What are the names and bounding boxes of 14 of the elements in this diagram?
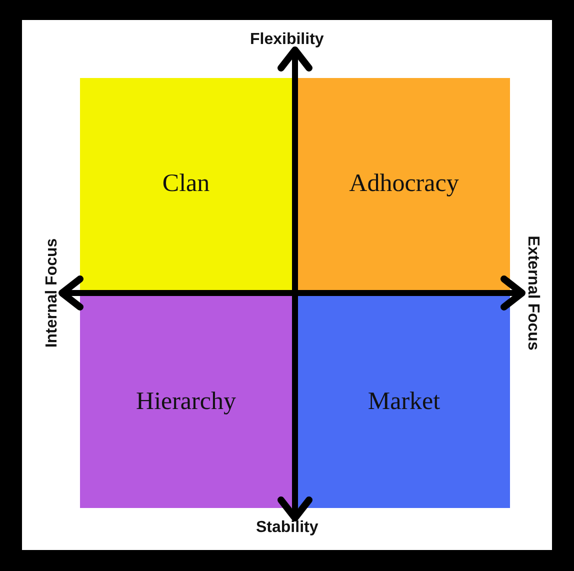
quadrant xyxy=(298,296,510,508)
axis-label: Stability xyxy=(256,519,318,537)
quadrant xyxy=(80,78,292,290)
quadrant-title: Adhocracy xyxy=(349,170,459,198)
quadrant-title: Clan xyxy=(162,170,210,198)
quadrant xyxy=(80,296,292,508)
quadrant-title: Market xyxy=(368,388,440,416)
arrow xyxy=(278,46,312,522)
axis-label: Internal Focus xyxy=(43,238,62,348)
arrow xyxy=(58,276,526,310)
axis-label: Flexibility xyxy=(250,31,324,49)
quadrant-title: Hierarchy xyxy=(136,388,236,416)
axis-label: External Focus xyxy=(522,236,541,350)
quadrant xyxy=(298,78,510,290)
